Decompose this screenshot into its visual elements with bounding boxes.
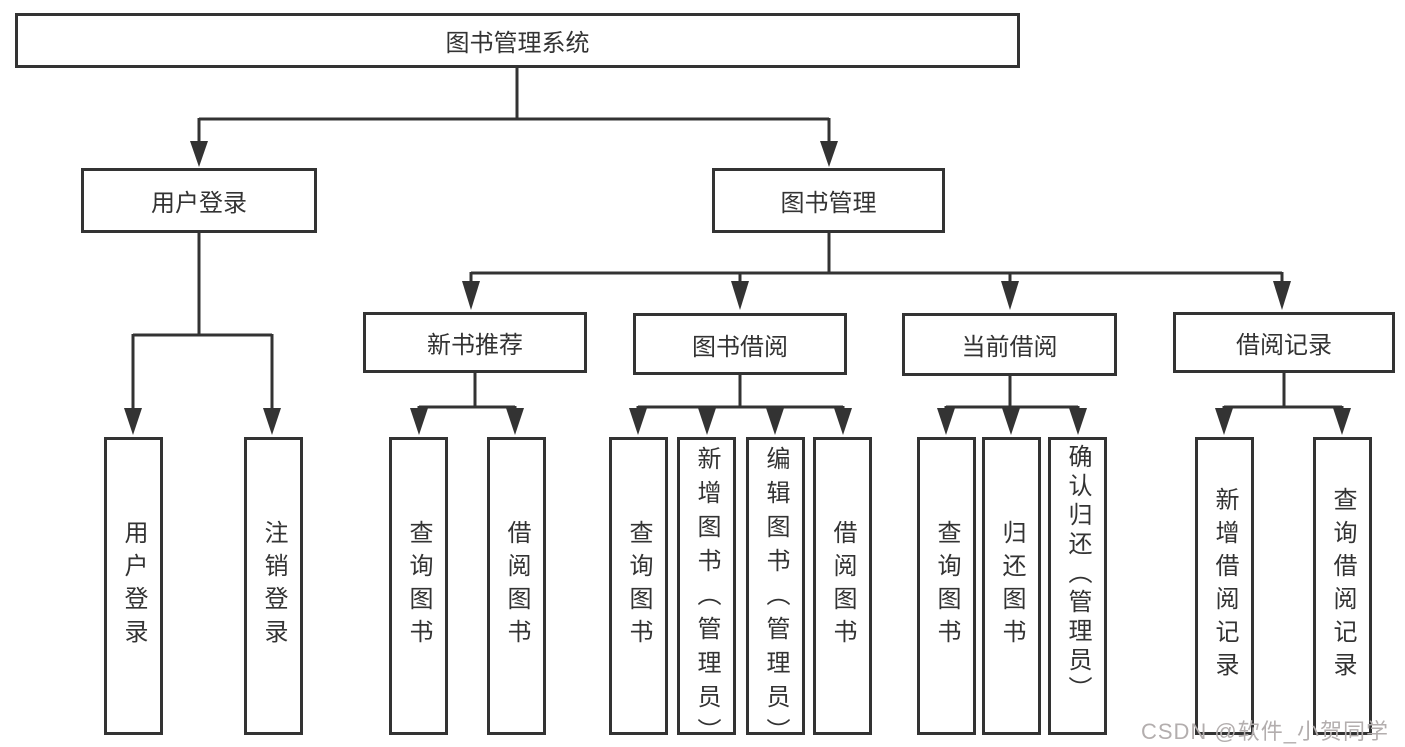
node-system-root: 图书管理系统 [15,13,1020,68]
leaf-edit-books-admin: 编辑图书（管理员） [746,437,805,747]
leaf-confirm-return-admin: 确认归还（管理员） [1048,437,1107,735]
leaf-query-books: 查询图书 [917,437,976,735]
node-borrow-records: 借阅记录 [1173,312,1395,373]
node-book-borrowing: 图书借阅 [633,313,847,375]
node-label: 用户登录 [151,190,247,217]
node-label: 图书管理 [780,190,877,217]
leaf-query-books: 查询图书 [609,437,668,735]
leaf-borrow-books: 借阅图书 [813,437,872,735]
node-label: 新书推荐 [427,332,523,359]
node-label: 当前借阅 [961,334,1058,361]
node-label: 图书管理系统 [445,30,590,57]
leaf-return-books: 归还图书 [982,437,1041,735]
node-label: 图书借阅 [692,333,788,361]
node-new-book-recommend: 新书推荐 [363,312,587,373]
node-current-borrowing: 当前借阅 [902,313,1117,376]
leaf-add-borrow-record: 新增借阅记录 [1195,437,1254,735]
leaf-borrow-books: 借阅图书 [487,437,546,735]
node-user-login: 用户登录 [81,168,317,233]
leaf-user-login: 用户登录 [104,437,163,735]
leaf-query-borrow-record: 查询借阅记录 [1313,437,1372,735]
leaf-add-books-admin: 新增图书（管理员） [677,437,736,747]
leaf-query-books: 查询图书 [389,437,448,735]
node-book-management: 图书管理 [712,168,945,233]
csdn-watermark: CSDN @软件_小贺同学 [1140,719,1389,744]
node-label: 借阅记录 [1236,332,1332,359]
leaf-logout: 注销登录 [244,437,303,735]
